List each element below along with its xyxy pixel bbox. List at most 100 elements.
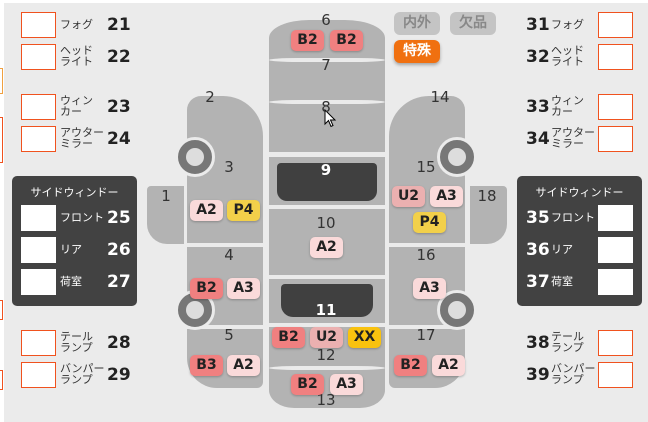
- part-39-number: 39: [526, 365, 550, 385]
- part-28-number: 28: [107, 333, 131, 353]
- part-37-checkbox[interactable]: [598, 269, 633, 295]
- part-number-label: 6: [321, 11, 331, 29]
- panel-title: サイドウィンドー: [30, 186, 119, 199]
- damage-badge-xx[interactable]: XX: [348, 327, 381, 348]
- panel-title: サイドウィンドー: [535, 186, 624, 199]
- right-rear-fender: [470, 186, 507, 244]
- part-number-label: 1: [161, 187, 171, 205]
- part-number-label: 13: [316, 391, 336, 409]
- special-button[interactable]: 特殊: [394, 40, 440, 63]
- part-23-number: 23: [107, 97, 131, 117]
- damage-badge-a2[interactable]: A2: [310, 237, 343, 258]
- part-26-number: 26: [107, 240, 131, 260]
- part-31-number: 31: [526, 15, 550, 35]
- clipped-box-edge: [0, 117, 3, 163]
- damage-badge-b2[interactable]: B2: [330, 30, 363, 51]
- part-38-checkbox[interactable]: [598, 330, 633, 356]
- part-24-checkbox[interactable]: [21, 126, 56, 152]
- damage-badge-a3[interactable]: A3: [227, 278, 260, 299]
- clipped-box-edge: [0, 300, 3, 320]
- damage-badge-b2[interactable]: B2: [291, 374, 324, 395]
- part-31-label: フォグ: [551, 18, 584, 31]
- part-number-label: 8: [321, 98, 331, 116]
- part-28-label: テール ランプ: [60, 330, 93, 354]
- part-number-label: 12: [316, 346, 336, 364]
- part-23-label: ウィン カー: [60, 94, 93, 118]
- part-37-number: 37: [526, 272, 550, 292]
- damage-badge-b2[interactable]: B2: [291, 30, 324, 51]
- part-35-label: フロント: [551, 211, 595, 224]
- part-number-label: 5: [224, 326, 234, 344]
- inout-button[interactable]: 内外: [394, 12, 440, 35]
- damage-badge-a2[interactable]: A2: [432, 355, 465, 376]
- part-27-number: 27: [107, 272, 131, 292]
- part-27-label: 荷室: [60, 275, 82, 288]
- part-number-label: 14: [430, 88, 450, 106]
- part-23-checkbox[interactable]: [21, 94, 56, 120]
- damage-badge-a3[interactable]: A3: [413, 278, 446, 299]
- damage-badge-b2[interactable]: B2: [190, 278, 223, 299]
- part-28-checkbox[interactable]: [21, 330, 56, 356]
- wheel-icon: [175, 137, 215, 177]
- damage-badge-b2[interactable]: B2: [272, 327, 305, 348]
- part-number-label: 18: [477, 187, 497, 205]
- part-number-label: 4: [224, 246, 234, 264]
- rear-window: [281, 284, 373, 317]
- part-34-number: 34: [526, 129, 550, 149]
- part-21-checkbox[interactable]: [21, 12, 56, 38]
- part-36-number: 36: [526, 240, 550, 260]
- damage-badge-a3[interactable]: A3: [430, 186, 463, 207]
- part-39-label: バンパー ランプ: [551, 362, 596, 386]
- part-34-checkbox[interactable]: [598, 126, 633, 152]
- damage-badge-u2[interactable]: U2: [310, 327, 343, 348]
- part-26-label: リア: [60, 243, 82, 256]
- part-number-label: 15: [416, 158, 436, 176]
- part-39-checkbox[interactable]: [598, 362, 633, 388]
- part-26-checkbox[interactable]: [21, 237, 56, 263]
- part-35-checkbox[interactable]: [598, 205, 633, 231]
- mouse-cursor-icon: [324, 109, 337, 128]
- part-33-number: 33: [526, 97, 550, 117]
- part-31-checkbox[interactable]: [598, 12, 633, 38]
- part-33-label: ウィン カー: [551, 94, 584, 118]
- left-rear-fender: [147, 186, 184, 244]
- part-35-number: 35: [526, 208, 550, 228]
- part-29-number: 29: [107, 365, 131, 385]
- damage-badge-u2[interactable]: U2: [392, 186, 425, 207]
- part-22-label: ヘッド ライト: [60, 44, 93, 68]
- part-25-number: 25: [107, 208, 131, 228]
- part-number-label: 3: [224, 158, 234, 176]
- damage-badge-p4[interactable]: P4: [227, 200, 260, 221]
- damage-badge-p4[interactable]: P4: [413, 212, 446, 233]
- clipped-box-edge: [0, 370, 3, 390]
- part-29-checkbox[interactable]: [21, 362, 56, 388]
- part-number-label: 7: [321, 56, 331, 74]
- damage-badge-b3[interactable]: B3: [190, 355, 223, 376]
- part-33-checkbox[interactable]: [598, 94, 633, 120]
- part-25-checkbox[interactable]: [21, 205, 56, 231]
- part-number-label: 17: [416, 326, 436, 344]
- clipped-box-edge: [0, 68, 3, 94]
- missing-button[interactable]: 欠品: [450, 12, 496, 35]
- part-24-number: 24: [107, 129, 131, 149]
- part-29-label: バンパー ランプ: [60, 362, 105, 386]
- damage-badge-a2[interactable]: A2: [227, 355, 260, 376]
- part-number-label: 11: [315, 301, 337, 319]
- part-22-checkbox[interactable]: [21, 44, 56, 70]
- part-32-checkbox[interactable]: [598, 44, 633, 70]
- part-38-label: テール ランプ: [551, 330, 584, 354]
- part-21-label: フォグ: [60, 18, 93, 31]
- part-34-label: アウター ミラー: [551, 126, 595, 150]
- part-32-number: 32: [526, 47, 550, 67]
- part-27-checkbox[interactable]: [21, 269, 56, 295]
- damage-badge-a2[interactable]: A2: [190, 200, 223, 221]
- wheel-icon: [437, 137, 477, 177]
- part-36-checkbox[interactable]: [598, 237, 633, 263]
- part-37-label: 荷室: [551, 275, 573, 288]
- part-number-label: 16: [416, 246, 436, 264]
- damage-badge-b2[interactable]: B2: [394, 355, 427, 376]
- part-32-label: ヘッド ライト: [551, 44, 584, 68]
- damage-badge-a3[interactable]: A3: [330, 374, 363, 395]
- part-25-label: フロント: [60, 211, 104, 224]
